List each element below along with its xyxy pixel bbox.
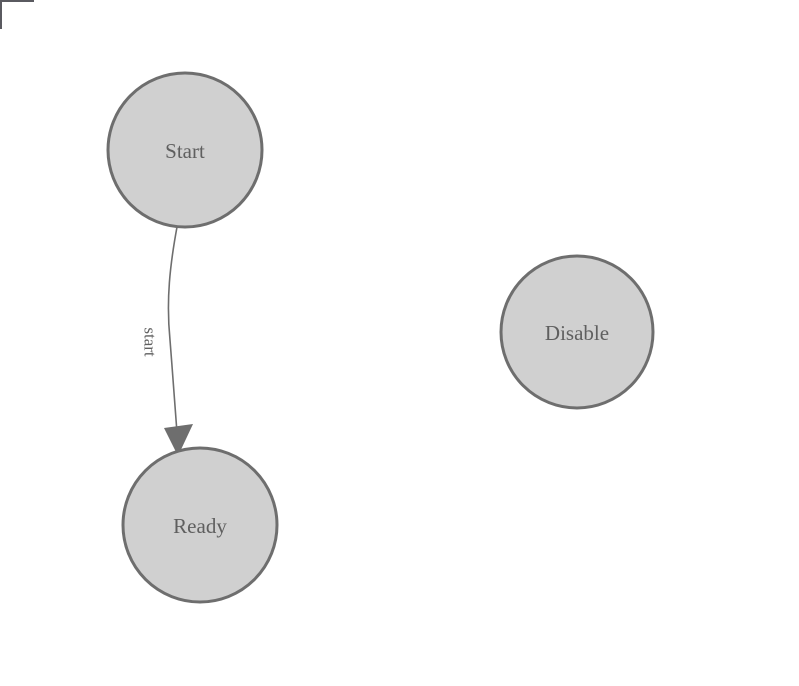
node-start-circle: [106, 71, 264, 229]
edge-path: [167, 226, 179, 447]
node-disable-label: Disable: [545, 321, 609, 345]
node-start-label: Start: [165, 139, 205, 163]
node-ready-label: Ready: [173, 514, 227, 538]
node-ready-circle: [121, 446, 279, 604]
node-start[interactable]: Start: [106, 71, 264, 229]
node-disable[interactable]: Disable: [499, 254, 655, 410]
top-left-corner-bracket-icon: [0, 0, 34, 29]
edge-label-start: start: [141, 327, 160, 357]
node-ready[interactable]: Ready: [121, 446, 279, 604]
node-disable-circle: [499, 254, 655, 410]
edge-start-to-ready[interactable]: start: [141, 226, 194, 456]
edge-arrowhead-icon: [164, 424, 193, 456]
